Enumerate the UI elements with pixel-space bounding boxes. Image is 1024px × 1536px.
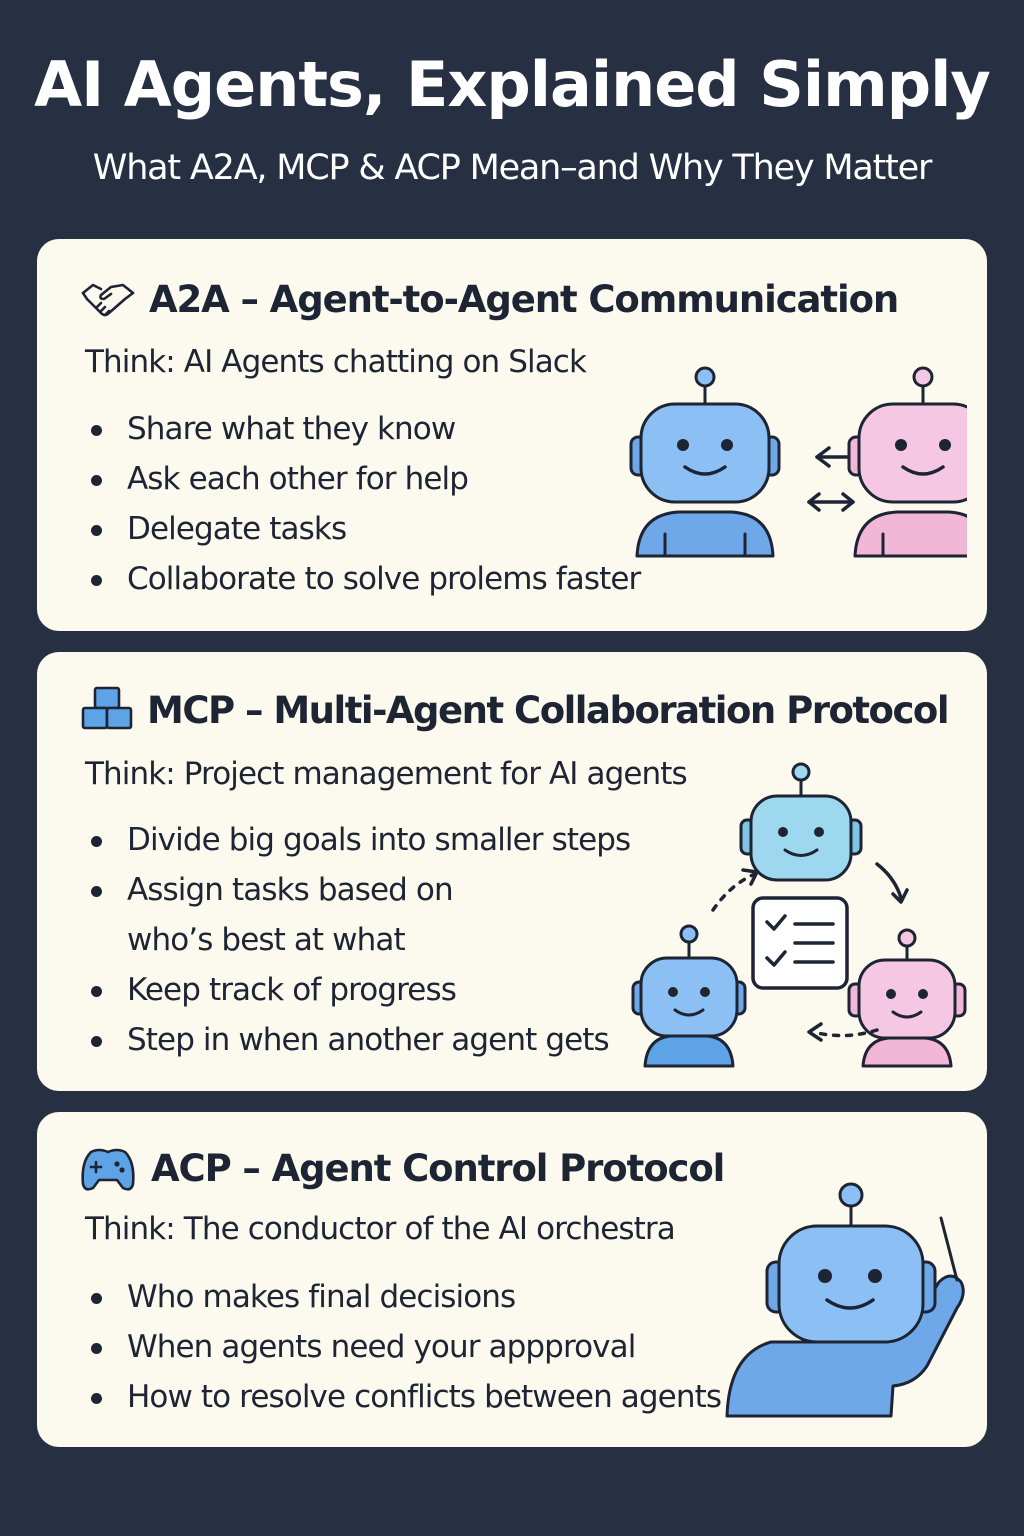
section-think: Think: AI Agents chatting on Slack [85,344,587,380]
list-item: Share what they know [85,404,640,454]
team-robots-task-illustration [631,762,967,1068]
two-robots-chatting-illustration [629,366,967,558]
list-item: who’s best at what [127,922,406,958]
list-item: Who makes final decisions [85,1272,721,1322]
bullet-list: Share what they know Ask each other for … [85,404,641,604]
section-think: Think: Project management for AI agents [85,756,688,792]
gamepad-icon [79,1140,137,1196]
section-think: Think: The conductor of the AI orchestra [85,1211,676,1247]
section-title: MCP – Multi-Agent Collaboration Protocol [147,688,950,732]
list-item: Collaborate to solve prolems faster [85,554,641,604]
list-item: Delegate tasks [85,504,640,554]
bullet-list: Who makes final decisions When agents ne… [85,1272,722,1422]
blocks-icon [79,682,137,738]
section-title: ACP – Agent Control Protocol [151,1146,725,1190]
list-item: Ask each other for help [85,454,640,504]
section-header: MCP – Multi-Agent Collaboration Protocol [79,680,950,740]
list-item: Divide big goals into smaller steps [85,815,631,865]
page-title: AI Agents, Explained Simply [34,48,991,121]
list-item: Assign tasks based on [85,865,630,915]
list-item: How to resolve conflicts between agents [85,1372,722,1422]
list-item: When agents need your appproval [85,1322,721,1372]
handshake-icon [79,271,137,327]
list-item: Keep track of progress [85,965,630,1015]
page-subtitle: What A2A, MCP & ACP Mean–and Why They Ma… [92,148,933,188]
section-card-mcp: MCP – Multi-Agent Collaboration Protocol… [37,652,987,1091]
section-card-a2a: A2A – Agent-to-Agent Communication Think… [37,239,987,631]
section-header: ACP – Agent Control Protocol [79,1138,725,1198]
section-header: A2A – Agent-to-Agent Communication [79,269,899,329]
section-title: A2A – Agent-to-Agent Communication [149,277,899,321]
conductor-robot-illustration [725,1182,965,1418]
list-item: Step in when another agent gets [85,1015,630,1065]
section-card-acp: ACP – Agent Control Protocol Think: The … [37,1112,987,1447]
bullet-list: Divide big goals into smaller steps Assi… [85,815,631,1065]
